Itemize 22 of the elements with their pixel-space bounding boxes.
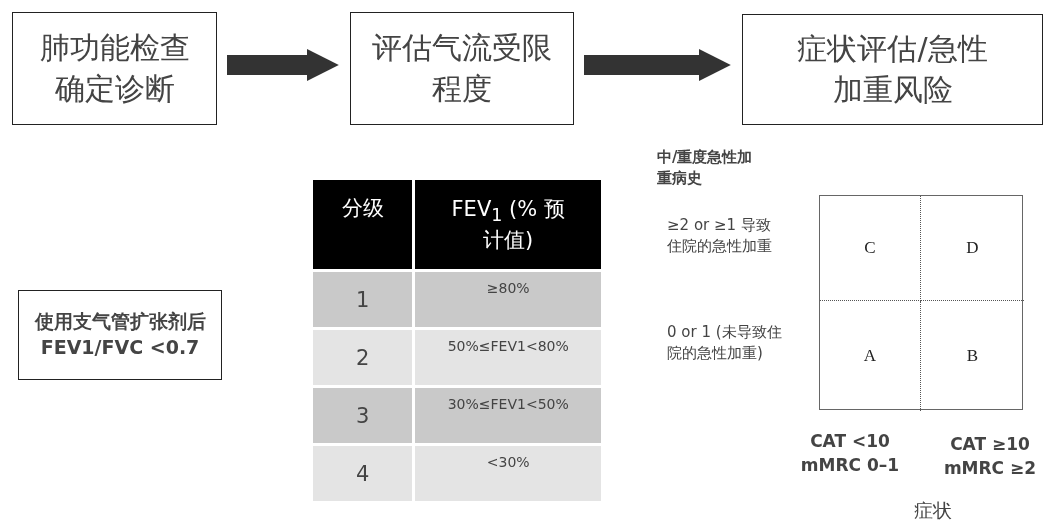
table-cell: ≥80% bbox=[415, 272, 601, 327]
table-cell: 50%≤FEV1<80% bbox=[415, 330, 601, 385]
column-label: CAT ≥10 mMRC ≥2 bbox=[942, 433, 1038, 480]
table-cell: 30%≤FEV1<50% bbox=[415, 388, 601, 443]
quadrant-cell: B bbox=[921, 301, 1024, 411]
axis-title: 症状 bbox=[913, 498, 953, 523]
row-label: 0 or 1 (未导致住院的急性加重) bbox=[667, 322, 783, 364]
quadrant-cell: A bbox=[820, 301, 921, 411]
block-arrow bbox=[227, 49, 339, 81]
block-arrow bbox=[584, 49, 731, 81]
quadrant-cell: D bbox=[921, 196, 1024, 301]
quadrant-grid bbox=[819, 195, 1023, 410]
flow-box: 肺功能检查确定诊断 bbox=[12, 12, 217, 125]
axis-title: 中/重度急性加重病史 bbox=[657, 147, 754, 189]
quadrant-cell: C bbox=[820, 196, 921, 301]
column-label: CAT <10 mMRC 0–1 bbox=[799, 430, 901, 477]
row-label: ≥2 or ≥1 导致住院的急性加重 bbox=[667, 215, 773, 257]
flow-box: 评估气流受限程度 bbox=[350, 12, 574, 125]
header-cell: FEV$_{1}$ (% 预计值) bbox=[415, 180, 601, 269]
criterion-box: 使用支气管扩张剂后 FEV1/FVC <0.7 bbox=[18, 290, 222, 380]
table-cell: <30% bbox=[415, 446, 601, 501]
flow-box: 症状评估/急性加重风险 bbox=[742, 14, 1043, 125]
